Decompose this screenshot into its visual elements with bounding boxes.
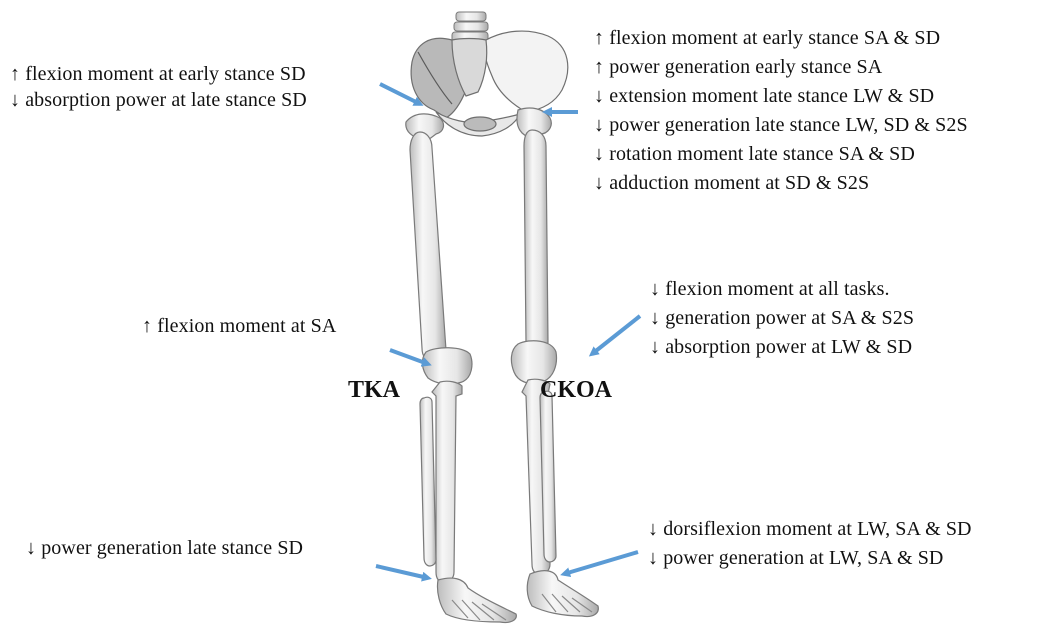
annotation-line: ↓ adduction moment at SD & S2S [594,171,869,195]
arrow-knee-right [592,316,640,354]
arrow-ankle-right [564,552,638,574]
annotation-line: ↓ rotation moment late stance SA & SD [594,142,915,166]
annotation-line: ↓ dorsiflexion moment at LW, SA & SD [648,517,972,541]
annotation-line: ↓ power generation late stance SD [26,536,303,560]
annotation-line: ↓ extension moment late stance LW & SD [594,84,934,108]
annotation-line: ↓ generation power at SA & S2S [650,306,914,330]
annotation-line: ↓ power generation at LW, SA & SD [648,546,943,570]
arrow-ankle-left [376,566,428,578]
annotation-line: ↑ flexion moment at SA [142,314,336,338]
annotation-line: ↑ flexion moment at early stance SA & SD [594,26,940,50]
spine [452,12,488,42]
annotation-line: ↓ power generation late stance LW, SD & … [594,113,968,137]
annotation-line: ↑ flexion moment at early stance SD [10,62,306,86]
annotation-line: ↑ power generation early stance SA [594,55,882,79]
left-leg [406,114,517,623]
right-leg [511,108,598,616]
annotation-line: ↓ absorption power at LW & SD [650,335,912,359]
annotation-line: ↓ absorption power at late stance SD [10,88,307,112]
ckoa-label: CKOA [540,376,612,404]
annotation-line: ↓ flexion moment at all tasks. [650,277,890,301]
tka-label: TKA [348,376,400,404]
